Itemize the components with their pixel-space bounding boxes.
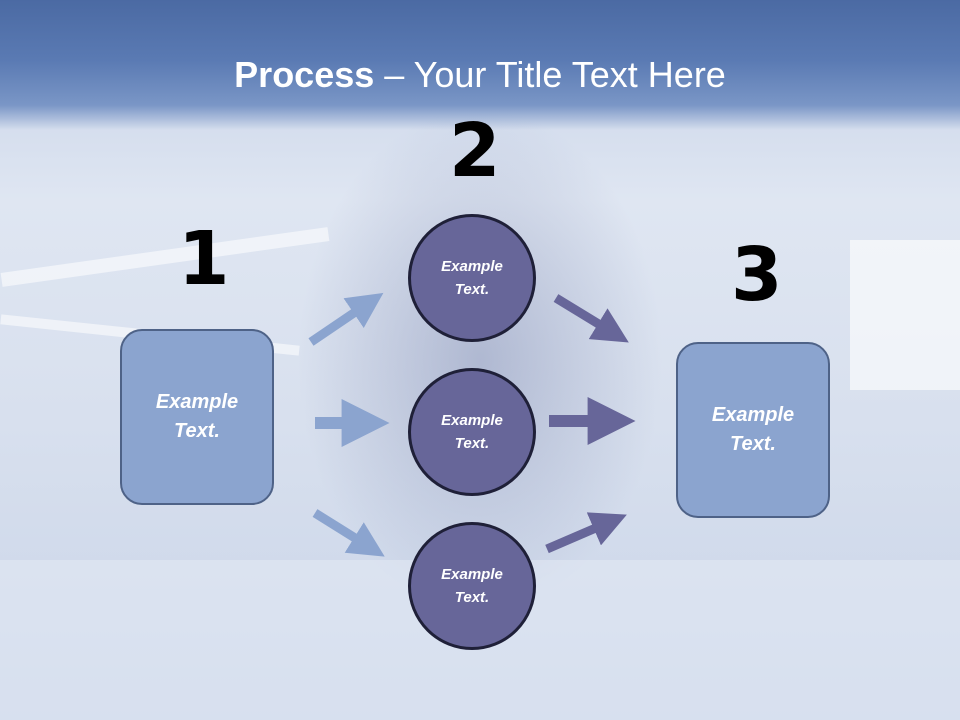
step1-line1: Example [155, 391, 239, 413]
step1-line2: Text. [174, 420, 220, 442]
arrow-circle1-to-box3 [553, 294, 629, 343]
step-number-3: 3 [731, 232, 783, 318]
circle-bottom-line1: Example [441, 566, 503, 583]
circle-middle-line1: Example [441, 412, 503, 429]
arrow-circle3-to-box3 [545, 512, 627, 554]
title-bar [0, 0, 960, 130]
arrow-box1-to-circle3 [312, 509, 385, 557]
circle-bottom-line2: Text. [454, 589, 490, 606]
slide-title: Process – Your Title Text Here [0, 54, 960, 96]
circle-top-line1: Example [441, 258, 503, 275]
step-number-1: 1 [178, 216, 230, 302]
circle-top-line2: Text. [454, 281, 490, 298]
step3-line2: Text. [730, 433, 776, 455]
step-number-2: 2 [449, 108, 501, 194]
title-rest: – Your Title Text Here [374, 54, 726, 95]
title-bold: Process [234, 54, 375, 95]
circle-middle-line2: Text. [454, 435, 490, 452]
light-panel [850, 240, 960, 390]
step3-line1: Example [711, 404, 795, 426]
arrow-box1-to-circle1 [308, 292, 384, 346]
